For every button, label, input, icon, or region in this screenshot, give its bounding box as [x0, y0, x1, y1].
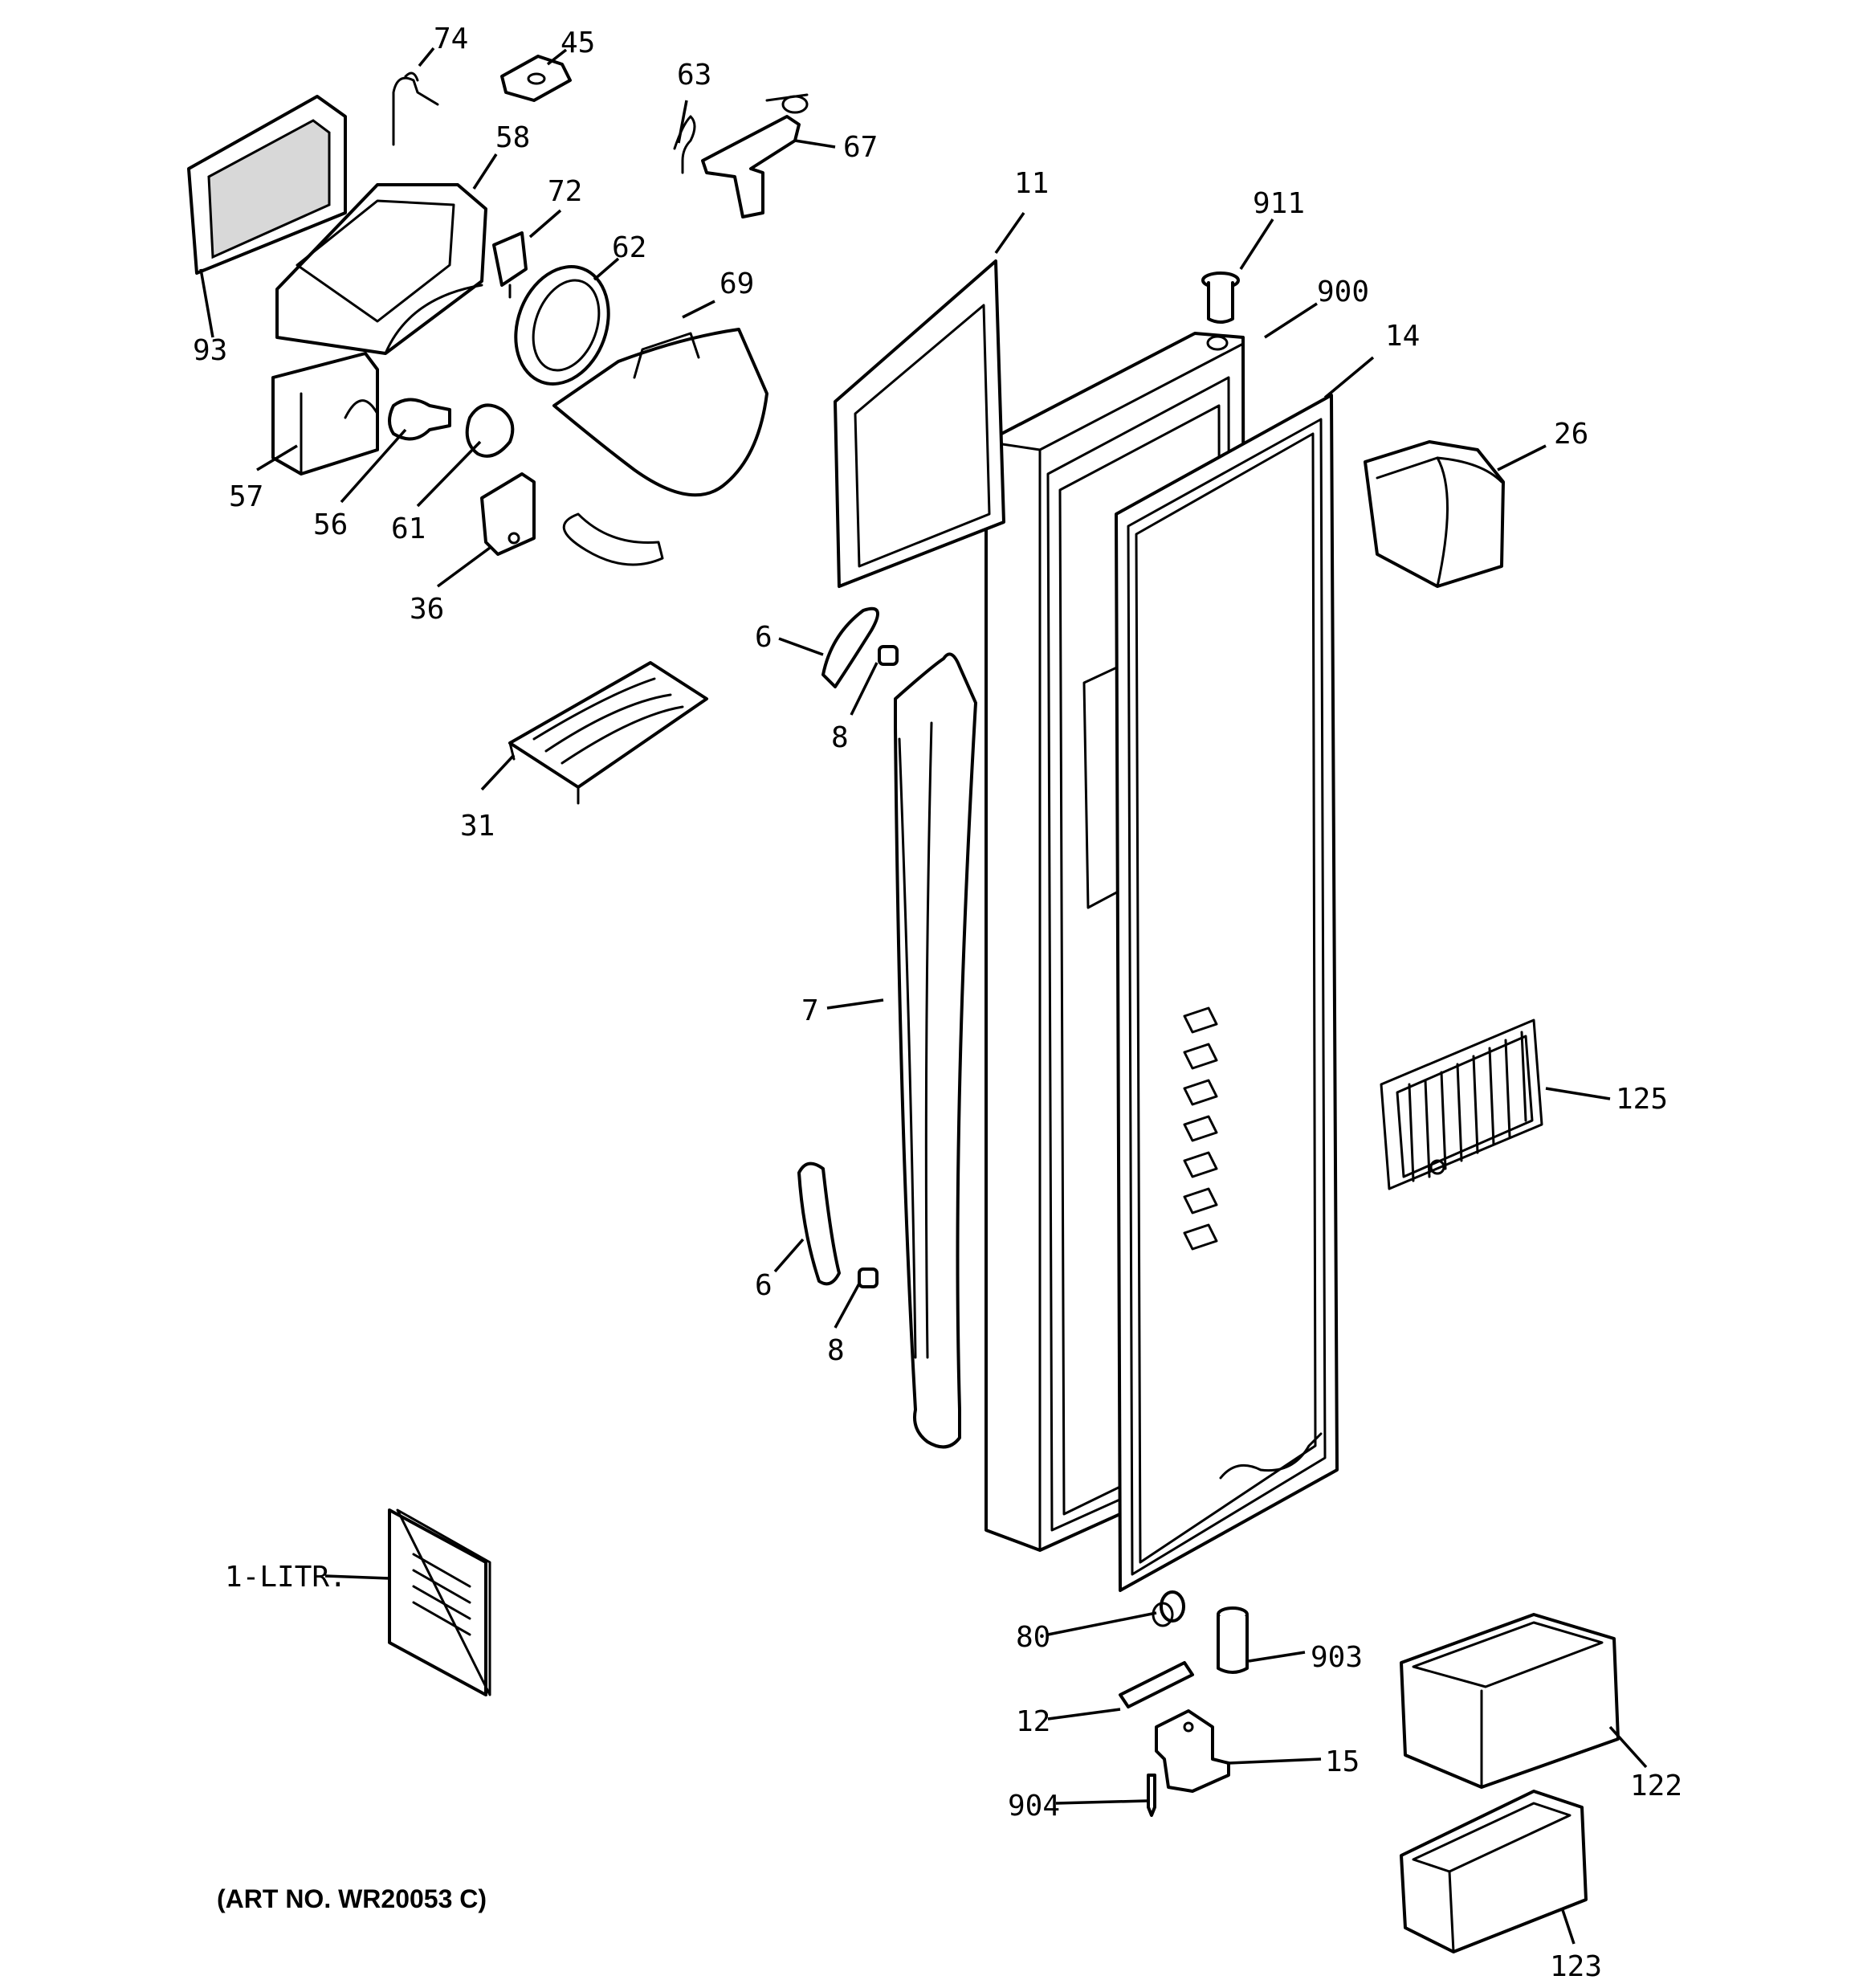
callout-58: 58	[495, 121, 530, 154]
callout-26: 26	[1554, 418, 1588, 451]
bracket-45	[500, 55, 572, 102]
handle-cap-6-bottom	[797, 1161, 841, 1286]
control-panel-93	[187, 95, 347, 275]
callout-36: 36	[410, 593, 444, 626]
callout-903: 903	[1311, 1641, 1363, 1674]
dispenser-housing-58	[275, 183, 487, 355]
callout-56: 56	[313, 508, 348, 541]
spring-63	[673, 115, 696, 174]
callout-57: 57	[229, 480, 263, 513]
callout-74: 74	[434, 22, 468, 55]
screw-8-top	[878, 645, 899, 666]
leader-lines	[199, 47, 1648, 1945]
motor-housing-57	[271, 352, 379, 476]
fitting-80	[1152, 1590, 1185, 1627]
ring-62	[514, 265, 610, 386]
spring-74	[392, 71, 439, 146]
door-bin-123	[1400, 1790, 1588, 1953]
callout-labels: 74 45 63 67 58 72 62 69 93 57 56 61 36 1…	[193, 22, 1682, 1983]
ice-chute-69	[552, 328, 768, 566]
screw-904	[1147, 1774, 1156, 1817]
drip-tray-31	[508, 661, 708, 805]
art-number: (ART NO. WR20053 C)	[217, 1884, 487, 1913]
callout-63: 63	[677, 59, 711, 92]
ice-bucket-26	[1364, 440, 1505, 588]
dispenser-frame-11	[834, 259, 1005, 588]
callout-11: 11	[1014, 167, 1049, 200]
door-gasket-14	[1115, 394, 1339, 1592]
callout-69: 69	[720, 267, 754, 300]
switch-72	[492, 231, 528, 299]
door-handle-7	[894, 652, 977, 1449]
motor-56	[388, 398, 451, 441]
callout-8-bottom: 8	[827, 1334, 845, 1367]
actuator-67	[701, 93, 809, 218]
tube-903	[1217, 1606, 1249, 1674]
callout-14: 14	[1385, 320, 1420, 353]
wire-basket-125	[1380, 1018, 1543, 1190]
callout-61: 61	[391, 512, 426, 545]
door-shelf-clips	[1183, 1006, 1218, 1251]
door-wire-harness	[1219, 1432, 1323, 1480]
callout-1-litr: 1-LITR.	[225, 1561, 347, 1594]
callout-67: 67	[843, 131, 878, 164]
callout-7: 7	[801, 994, 819, 1027]
bracket-36	[480, 472, 536, 556]
screw-8-bottom	[858, 1268, 879, 1288]
callout-31: 31	[460, 810, 495, 843]
callout-12: 12	[1016, 1705, 1050, 1738]
cap-911	[1201, 271, 1240, 324]
literature-1-litr	[388, 1508, 491, 1696]
callout-900: 900	[1317, 276, 1369, 308]
callout-62: 62	[612, 231, 646, 264]
callout-8-top: 8	[831, 721, 849, 754]
callout-93: 93	[193, 334, 227, 367]
callout-904: 904	[1008, 1790, 1060, 1823]
callout-45: 45	[561, 27, 595, 59]
callout-125: 125	[1616, 1083, 1668, 1116]
callout-6-top: 6	[755, 621, 773, 654]
callout-123: 123	[1550, 1950, 1602, 1983]
callout-911: 911	[1253, 187, 1305, 220]
hinge-plate-12	[1119, 1661, 1194, 1708]
hinge-bracket-15	[1155, 1709, 1230, 1793]
callout-15: 15	[1325, 1745, 1360, 1778]
handle-cap-6-top	[821, 606, 879, 688]
callout-72: 72	[548, 175, 582, 208]
door-bin-122	[1400, 1613, 1620, 1789]
callout-80: 80	[1016, 1621, 1050, 1654]
callout-6-bottom: 6	[755, 1269, 773, 1302]
callout-122: 122	[1630, 1770, 1682, 1802]
